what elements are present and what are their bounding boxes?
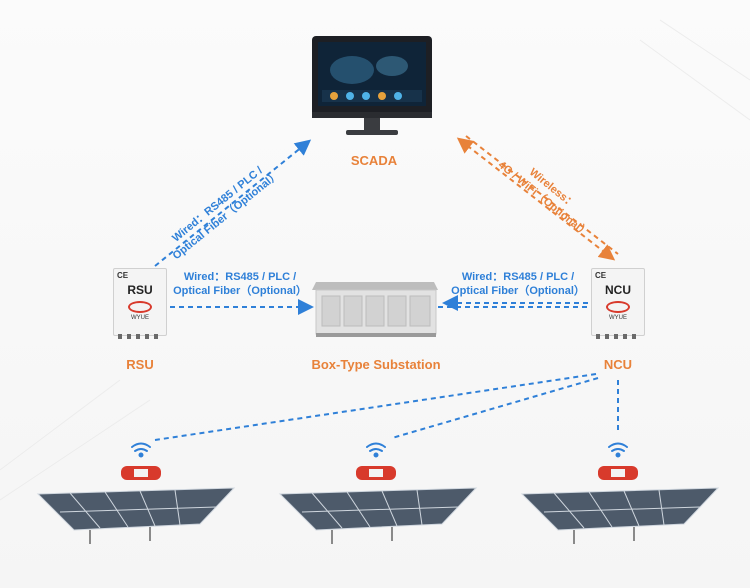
wifi-icon bbox=[366, 442, 386, 458]
edge-rsu-scada bbox=[154, 139, 312, 267]
substation-label: Box-Type Substation bbox=[311, 357, 441, 372]
box-type-substation bbox=[312, 282, 438, 337]
logo-text: WYUE bbox=[131, 315, 149, 321]
rsu-terminals bbox=[118, 334, 160, 339]
scada-monitor bbox=[312, 36, 432, 135]
solar-array-left bbox=[36, 487, 236, 544]
logo bbox=[606, 301, 630, 313]
ncu-box-label: NCU bbox=[605, 283, 631, 297]
ce-mark: CE bbox=[117, 271, 129, 280]
ncu-device: CE NCU WYUE bbox=[591, 268, 645, 336]
edge-ncu-tracker-middle bbox=[391, 377, 599, 439]
rsu-box-label: RSU bbox=[127, 283, 153, 297]
ce-mark: CE bbox=[595, 271, 607, 280]
tracker-controller-right bbox=[598, 466, 638, 480]
logo-text: WYUE bbox=[609, 315, 627, 321]
logo bbox=[128, 301, 152, 313]
background-decoration bbox=[0, 19, 750, 501]
scada-label: SCADA bbox=[350, 153, 398, 168]
edge-label-ncu-substation: Wired：RS485 / PLC / Optical Fiber（Option… bbox=[451, 271, 585, 297]
edge-label-rsu-substation: Wired：RS485 / PLC / Optical Fiber（Option… bbox=[173, 271, 307, 297]
solar-array-right bbox=[520, 487, 720, 544]
ncu-label: NCU bbox=[603, 357, 633, 372]
tracker-controller-middle bbox=[356, 466, 396, 480]
solar-array-middle bbox=[278, 487, 478, 544]
edge-ncu-tracker-left bbox=[154, 373, 597, 441]
rsu-device: CE RSU WYUE bbox=[113, 268, 167, 336]
tracker-controller-left bbox=[121, 466, 161, 480]
rsu-label: RSU bbox=[126, 357, 154, 372]
ncu-terminals bbox=[596, 334, 638, 339]
wifi-icon bbox=[131, 442, 151, 458]
wifi-icon bbox=[608, 442, 628, 458]
